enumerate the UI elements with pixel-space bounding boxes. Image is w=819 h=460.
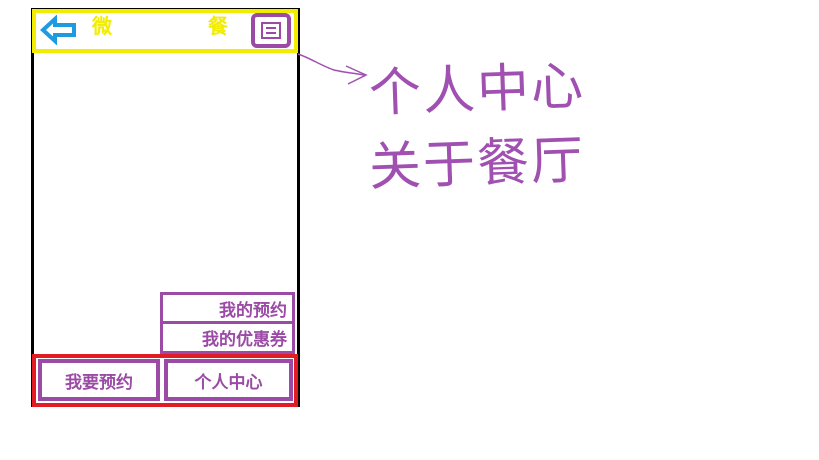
menu-icon — [261, 22, 281, 39]
popup-item-my-coupons[interactable]: 我的优惠券 — [160, 321, 295, 354]
page-title-left: 微 — [92, 14, 112, 38]
bottom-nav-reserve-button[interactable]: 我要预约 — [38, 359, 160, 401]
header-bar — [32, 9, 298, 53]
bottom-nav-bar — [32, 354, 298, 407]
annotation-line-profile: 个人中心 — [368, 56, 586, 124]
bottom-nav-profile-button[interactable]: 个人中心 — [164, 359, 293, 401]
annotation-arrow-icon — [297, 53, 368, 85]
page-title-right: 餐 — [208, 14, 228, 38]
popup-item-my-reservations[interactable]: 我的预约 — [160, 292, 295, 324]
menu-button[interactable] — [251, 13, 291, 48]
back-arrow-icon[interactable] — [40, 14, 80, 46]
annotation-line-about: 关于餐厅 — [368, 130, 586, 198]
